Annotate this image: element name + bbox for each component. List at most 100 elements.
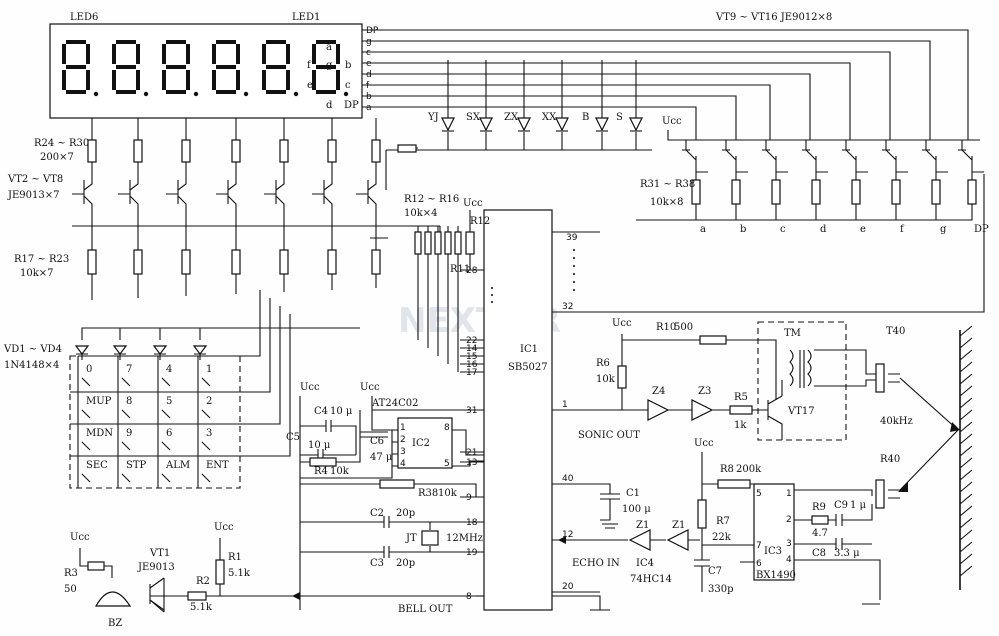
hatch-line <box>959 505 973 517</box>
key-stp: STP <box>126 460 147 471</box>
segment <box>266 65 286 69</box>
key-switch <box>201 409 211 419</box>
npn-transistor-6 <box>264 118 289 292</box>
npn-transistor-4 <box>166 118 191 296</box>
ground-wires <box>552 595 880 611</box>
npn-collector-resistor <box>87 139 97 163</box>
ic1-pin-1: 1 <box>562 400 568 410</box>
seg-dp-label: DP <box>344 100 359 111</box>
segment <box>186 44 190 64</box>
vd1-4-type: 1N4148×4 <box>4 360 59 371</box>
c3-value: 20p <box>396 558 415 569</box>
key-mup: MUP <box>86 396 112 407</box>
led-display: LED6 LED1 a b c d e f g DP <box>49 12 363 119</box>
r6-value: 10k <box>596 374 616 385</box>
pnp-seg-label-b: b <box>740 224 746 235</box>
r7-value: 22k <box>712 532 732 543</box>
c6-label: C6 <box>370 436 384 447</box>
ucc-label-top: Ucc <box>662 116 682 127</box>
pnp-seg-label-f: f <box>900 224 905 235</box>
pin-e: e <box>366 59 372 69</box>
segment <box>116 65 136 69</box>
r9-body <box>811 515 829 525</box>
hatch-line <box>959 337 973 349</box>
ucc-label-ic2: Ucc <box>360 382 380 393</box>
digit-4 <box>162 40 199 97</box>
led-triangle <box>517 117 531 132</box>
decimal-point <box>243 91 249 97</box>
led6-label: LED6 <box>70 12 98 23</box>
npn-symbol <box>216 162 237 226</box>
r17-23-value: 10k×7 <box>20 268 54 279</box>
pin-e2: f <box>366 81 370 91</box>
bz-label: BZ <box>108 618 122 629</box>
ic4-part: 74HC14 <box>630 574 672 585</box>
segment <box>66 90 86 94</box>
segment <box>316 90 336 94</box>
keypad-row-line <box>70 306 281 425</box>
segment <box>236 44 240 64</box>
led-triangle <box>555 117 569 132</box>
ic1-pin-12: 12 <box>562 530 573 540</box>
r17-23-label: R17 ~ R23 <box>14 254 69 265</box>
bus-line <box>362 106 697 140</box>
arrow-to-wall <box>950 422 960 432</box>
pnp-resistor <box>771 179 781 205</box>
ucc-rail-top <box>667 130 980 141</box>
r38-wires <box>300 483 484 498</box>
arrow-to-rx <box>898 482 908 492</box>
vd1-4-label: VD1 ~ VD4 <box>3 344 62 355</box>
hatch-line <box>959 529 973 541</box>
key-1: 1 <box>206 364 212 375</box>
indicator-led-s: S <box>616 60 643 150</box>
pnp-wire <box>716 172 777 221</box>
npn-collector-resistor <box>231 139 241 163</box>
pnp-transistor-DP <box>912 140 984 221</box>
hatch-line <box>959 517 973 529</box>
sonic-wires <box>552 334 777 411</box>
buzzer-body <box>94 591 132 607</box>
ic3-pin3: 3 <box>786 539 792 549</box>
ucc-label-c4: Ucc <box>300 382 320 393</box>
ic1-ref: IC1 <box>520 344 538 355</box>
ucc-label-r1: Ucc <box>214 522 234 533</box>
segment <box>136 44 140 64</box>
npn-symbol <box>356 162 377 226</box>
key-6: 6 <box>166 428 172 439</box>
npn-symbol <box>72 162 93 226</box>
segment <box>316 40 336 44</box>
seg-a-label: a <box>326 42 332 53</box>
keypad-row-line <box>70 314 291 457</box>
vt9-16-label: VT9 ~ VT16 JE9012×8 <box>715 12 832 23</box>
r8-value: 200k <box>736 464 762 475</box>
digit-2 <box>262 40 299 97</box>
npn-base-resistor <box>279 249 289 275</box>
r11-body <box>465 231 475 255</box>
r24-30-label: R24 ~ R30 <box>34 138 89 149</box>
echo-arrow <box>558 536 566 544</box>
pullup-resistor <box>414 231 422 255</box>
c4-label: C4 <box>314 406 328 417</box>
ic2-wires <box>300 396 484 479</box>
c1-value: 100 μ <box>622 504 651 515</box>
ic3-pin5: 5 <box>756 489 762 499</box>
indicator-label: ZX <box>504 112 519 123</box>
vt1-symbol <box>149 577 170 611</box>
c6-plates <box>360 431 388 438</box>
ic2-body <box>397 417 453 469</box>
bus-line <box>362 95 737 140</box>
segment <box>216 90 236 94</box>
ic3-ref: IC3 <box>764 546 782 557</box>
ic1-pin-22: 22 <box>466 336 477 346</box>
freq-label: 40kHz <box>880 416 913 427</box>
pnp-transistor-a <box>636 140 708 221</box>
decimal-point <box>143 91 149 97</box>
bus-line <box>362 40 931 140</box>
digit-6 <box>62 40 99 97</box>
diode-body <box>152 345 168 355</box>
gate-z4-label: Z4 <box>652 386 665 397</box>
key-switch <box>121 377 131 387</box>
ic1-pin-31: 31 <box>466 406 477 416</box>
key-switch <box>161 377 171 387</box>
